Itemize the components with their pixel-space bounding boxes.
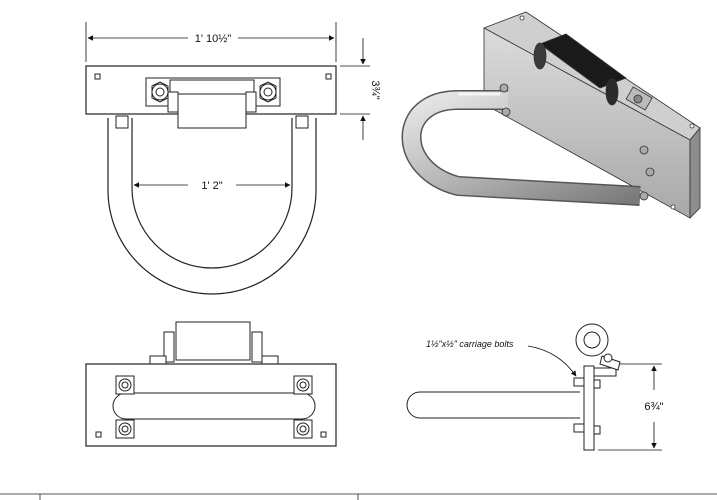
overall-width-label: 1' 10½" xyxy=(195,33,232,45)
title-block-border xyxy=(0,493,717,500)
side-dimensions xyxy=(527,345,662,451)
bolt-callout: 1½"x½" carriage bolts xyxy=(426,339,514,349)
side-view xyxy=(406,323,621,451)
plate-height-label: 3¾" xyxy=(369,80,381,99)
isometric-view xyxy=(401,11,701,219)
top-dimensions xyxy=(85,22,370,188)
top-view xyxy=(85,65,337,295)
inner-width-label: 1' 2" xyxy=(201,180,222,192)
overall-height-label: 6¾" xyxy=(644,401,663,413)
front-view xyxy=(85,321,337,447)
